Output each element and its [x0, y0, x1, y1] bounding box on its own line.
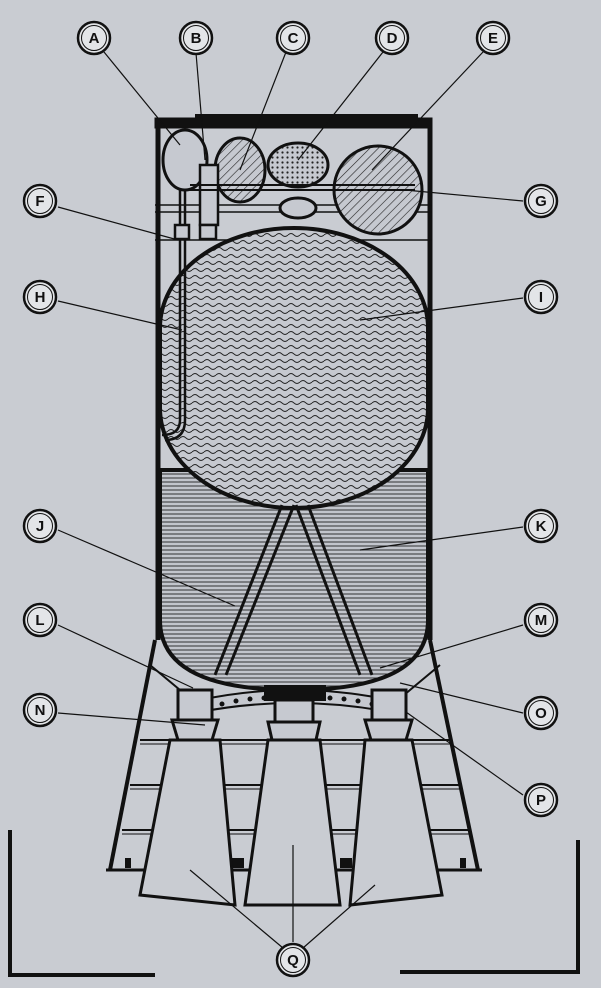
plumbing: [161, 163, 415, 442]
callout-I: I: [523, 279, 559, 315]
feed-lines: [213, 504, 374, 676]
callout-letter: N: [35, 702, 46, 719]
callout-ring: [275, 942, 311, 978]
callout-letter: C: [288, 30, 299, 47]
callout-K: K: [523, 508, 559, 544]
engine-right: [348, 688, 444, 907]
callout-ring-inner: [528, 513, 554, 539]
callout-ring: [275, 20, 311, 56]
callout-ring-inner: [528, 787, 554, 813]
callout-F: F: [22, 183, 58, 219]
callout-L: L: [22, 602, 58, 638]
callout-O: O: [523, 695, 559, 731]
callout-ring-inner: [81, 25, 107, 51]
callout-letter: H: [35, 289, 46, 306]
callout-letter: Q: [287, 952, 299, 969]
callout-Q: Q: [275, 942, 311, 978]
engine-nozzles: [138, 688, 444, 907]
callout-ring-inner: [183, 25, 209, 51]
callout-ring-inner: [27, 188, 53, 214]
callout-ring: [22, 508, 58, 544]
callout-ring: [523, 695, 559, 731]
callout-letter: D: [387, 30, 398, 47]
callout-letter: O: [535, 705, 547, 722]
callout-letter: I: [539, 289, 543, 306]
leader-lines: [57, 51, 524, 949]
callout-ring: [523, 183, 559, 219]
callout-ring: [22, 602, 58, 638]
callout-letter: K: [536, 518, 547, 535]
callout-ring: [523, 508, 559, 544]
engine-left: [138, 688, 237, 907]
callout-ring-inner: [379, 25, 405, 51]
callout-ring-inner: [27, 697, 53, 723]
callout-ring: [475, 20, 511, 56]
callout-letter: B: [191, 30, 202, 47]
callout-ring-inner: [27, 607, 53, 633]
callout-ring: [523, 782, 559, 818]
callout-C: C: [275, 20, 311, 56]
callout-B: B: [178, 20, 214, 56]
callout-ring: [178, 20, 214, 56]
upper-propellant-tank: [158, 226, 430, 510]
callout-letter: A: [89, 30, 100, 47]
callout-H: H: [22, 279, 58, 315]
callout-A: A: [76, 20, 112, 56]
callout-ring: [523, 279, 559, 315]
callout-ring: [523, 602, 559, 638]
callout-letter: P: [536, 792, 546, 809]
callout-letter: M: [535, 612, 548, 629]
callout-ring: [22, 183, 58, 219]
callout-ring-inner: [27, 284, 53, 310]
callout-ring-inner: [528, 607, 554, 633]
callout-ring: [22, 692, 58, 728]
callout-letter: E: [488, 30, 498, 47]
callout-ring-inner: [528, 284, 554, 310]
callout-G: G: [523, 183, 559, 219]
callout-letter: L: [35, 612, 44, 629]
callout-J: J: [22, 508, 58, 544]
callout-M: M: [523, 602, 559, 638]
callout-ring-inner: [280, 25, 306, 51]
callout-E: E: [475, 20, 511, 56]
callout-ring-inner: [280, 947, 306, 973]
callout-P: P: [523, 782, 559, 818]
callout-ring: [76, 20, 112, 56]
engine-center: [243, 698, 342, 907]
callout-ring-inner: [27, 513, 53, 539]
callout-letter: J: [36, 518, 44, 535]
ground-bracket: [8, 830, 580, 977]
callout-ring: [374, 20, 410, 56]
callout-D: D: [374, 20, 410, 56]
callout-ring: [22, 279, 58, 315]
callout-ring-inner: [480, 25, 506, 51]
callout-N: N: [22, 692, 58, 728]
callout-letter: F: [35, 193, 44, 210]
callout-letter: G: [535, 193, 547, 210]
callout-ring-inner: [528, 700, 554, 726]
callout-ring-inner: [528, 188, 554, 214]
